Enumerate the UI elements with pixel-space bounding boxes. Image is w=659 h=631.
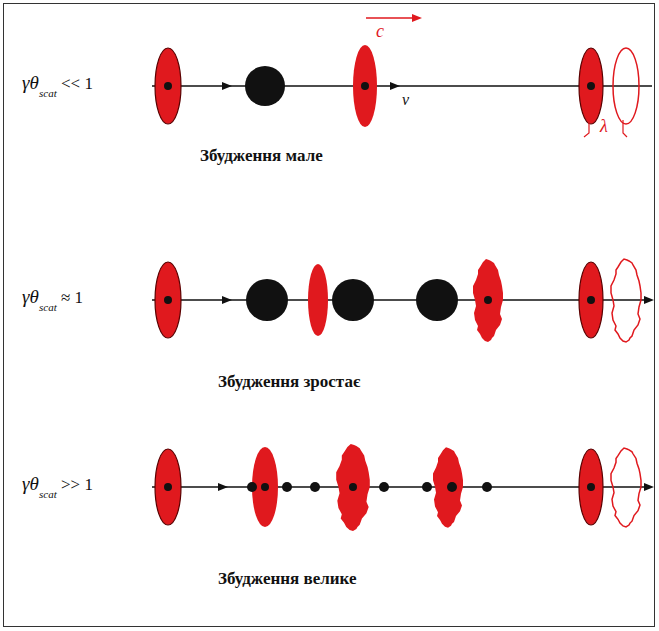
arrowhead bbox=[412, 14, 422, 22]
arrowhead bbox=[222, 82, 232, 90]
radiation-pulse bbox=[611, 259, 641, 342]
radiation-pulse bbox=[611, 448, 641, 527]
electron bbox=[164, 296, 172, 304]
parameter-symbol: γθ bbox=[22, 474, 39, 495]
arrowhead bbox=[390, 82, 400, 90]
row-caption: Збудження велике bbox=[218, 570, 357, 589]
scatterer bbox=[246, 279, 288, 321]
pulse bbox=[308, 264, 328, 336]
electron bbox=[587, 296, 595, 304]
relation: >> 1 bbox=[61, 476, 93, 495]
row-caption: Збудження зростає bbox=[218, 373, 360, 392]
electron bbox=[164, 483, 172, 491]
distorted-pulse bbox=[336, 444, 370, 531]
pulse bbox=[155, 262, 181, 338]
arrowhead bbox=[644, 483, 654, 491]
speed-of-light: c bbox=[376, 22, 384, 42]
subscript: scat bbox=[39, 301, 57, 313]
pulse bbox=[579, 449, 603, 525]
scatterer bbox=[247, 482, 257, 492]
scatterer bbox=[332, 279, 374, 321]
relation: ≈ 1 bbox=[61, 289, 83, 308]
scatterer bbox=[482, 482, 492, 492]
pulse bbox=[155, 48, 181, 124]
relation: << 1 bbox=[61, 75, 93, 94]
electron bbox=[484, 296, 492, 304]
wavelength-label: λ bbox=[600, 117, 608, 137]
arrowhead bbox=[222, 296, 232, 304]
parameter-symbol: γθ bbox=[22, 73, 39, 94]
row-1 bbox=[152, 14, 652, 137]
scatterer bbox=[416, 279, 458, 321]
arrowhead bbox=[218, 483, 228, 491]
electron bbox=[261, 483, 269, 491]
subscript: scat bbox=[39, 488, 57, 500]
scatterer bbox=[422, 482, 432, 492]
pulse bbox=[353, 45, 377, 127]
scatterer bbox=[282, 482, 292, 492]
velocity-label: v bbox=[402, 91, 409, 109]
parameter-symbol: γθ bbox=[22, 287, 39, 308]
radiation-pulse bbox=[613, 48, 639, 124]
scatterer bbox=[245, 66, 285, 106]
pulse bbox=[579, 262, 603, 338]
scatterer bbox=[310, 482, 320, 492]
electron bbox=[349, 483, 357, 491]
arrowhead bbox=[644, 296, 654, 304]
electron bbox=[361, 82, 369, 90]
row-caption: Збудження мале bbox=[200, 147, 323, 166]
electron bbox=[587, 82, 595, 90]
frame bbox=[4, 4, 655, 627]
electron bbox=[164, 82, 172, 90]
distorted-pulse bbox=[473, 259, 503, 342]
electron bbox=[587, 483, 595, 491]
row-3 bbox=[152, 444, 654, 531]
light-arrow bbox=[366, 17, 414, 19]
subscript: scat bbox=[39, 87, 57, 99]
pulse bbox=[579, 48, 603, 124]
scatterer bbox=[447, 482, 457, 492]
scatterer bbox=[379, 482, 389, 492]
pulse bbox=[155, 449, 181, 525]
distorted-pulse bbox=[433, 447, 463, 528]
row-2 bbox=[152, 259, 654, 342]
